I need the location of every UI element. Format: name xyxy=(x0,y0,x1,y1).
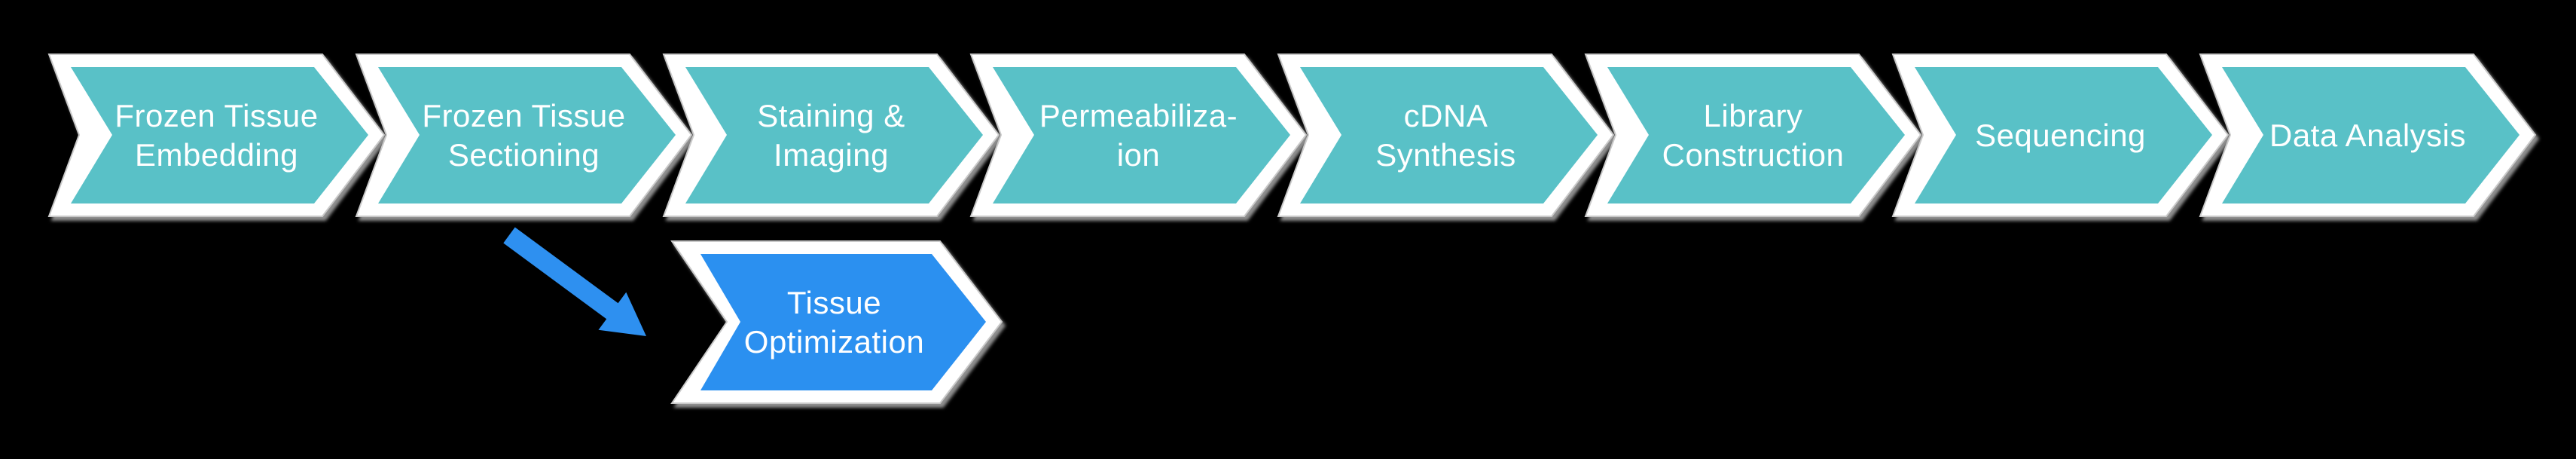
process-step-label: Staining & Imaging xyxy=(757,97,905,173)
process-step-4: Permeabiliza- ion xyxy=(969,54,1308,217)
branch-step-tissue-optimization: Tissue Optimization xyxy=(667,240,1003,404)
chevron-body xyxy=(685,67,983,203)
chevron-body xyxy=(1607,67,1905,203)
chevron-body xyxy=(378,67,676,203)
process-step-label: Frozen Tissue Embedding xyxy=(114,97,319,173)
process-step-1: Frozen Tissue Embedding xyxy=(47,54,386,217)
process-step-8: Data Analysis xyxy=(2199,54,2537,217)
process-step-label: Permeabiliza- ion xyxy=(1039,97,1238,173)
chevron-body xyxy=(1915,67,2212,203)
process-step-6: Library Construction xyxy=(1584,54,1922,217)
process-step-label: cDNA Synthesis xyxy=(1375,97,1516,173)
chevron-body xyxy=(993,67,1290,203)
branch-step-label: Tissue Optimization xyxy=(743,284,925,360)
process-step-label: Sequencing xyxy=(1975,117,2146,153)
process-step-7: Sequencing xyxy=(1891,54,2230,217)
chevron-body xyxy=(2222,67,2520,203)
process-step-label: Data Analysis xyxy=(2269,117,2466,153)
chevron-body xyxy=(71,67,368,203)
process-step-5: cDNA Synthesis xyxy=(1277,54,1615,217)
branch-arrow xyxy=(452,211,678,362)
down-right-arrow-icon xyxy=(503,227,646,336)
process-step-label: Library Construction xyxy=(1662,97,1845,173)
process-step-2: Frozen Tissue Sectioning xyxy=(355,54,693,217)
chevron-body xyxy=(1300,67,1598,203)
process-step-label: Frozen Tissue Sectioning xyxy=(422,97,626,173)
chevron-body xyxy=(700,254,986,390)
process-step-3: Staining & Imaging xyxy=(662,54,1000,217)
